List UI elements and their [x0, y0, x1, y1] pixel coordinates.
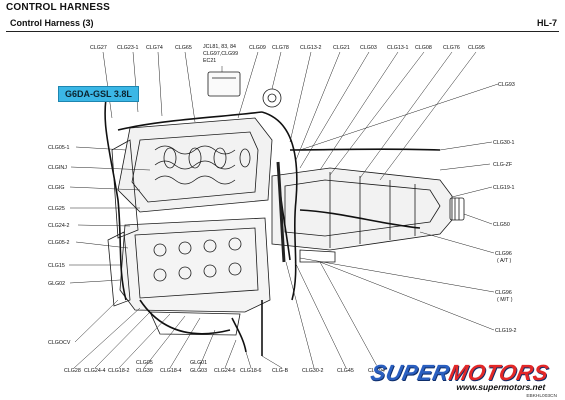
label-clg96-at: CLG96: [495, 251, 512, 257]
label-clg18-2: CLG18-2: [108, 368, 130, 374]
label-clg24-2: CLG24-2: [48, 223, 70, 229]
connector-labels: CLG27 CLG23-1 CLG74 CLG65 JCL81, 83, 84 …: [48, 44, 517, 374]
label-clg21: CLG21: [333, 45, 350, 51]
label-clg30-2: CLG30-2: [302, 368, 324, 374]
label-jcl-a: JCL81, 83, 84: [203, 44, 236, 50]
label-clg24-4: CLG24-4: [84, 368, 106, 374]
label-clg19-2: CLG19-2: [495, 328, 517, 334]
label-clg24-6: CLG24-6: [214, 368, 236, 374]
label-clg65: CLG65: [175, 45, 192, 51]
label-clg13-1: CLG13-1: [387, 45, 409, 51]
label-clg05-1: CLG05-1: [48, 145, 70, 151]
label-clg76: CLG76: [443, 45, 460, 51]
label-clg96-mt-sub: ( M/T ): [497, 297, 513, 303]
label-clg-b: CLG-B: [272, 368, 289, 374]
header-divider: [6, 31, 559, 32]
label-clg50: CLG50: [493, 222, 510, 228]
label-clg03: CLG03: [360, 45, 377, 51]
label-clg23-1: CLG23-1: [117, 45, 139, 51]
watermark: SUPERMOTORS www.supermotors.net: [366, 360, 551, 392]
label-clgocv: CLGOCV: [48, 340, 71, 346]
engine-badge: G6DA-GSL 3.8L: [58, 86, 139, 102]
label-clg30-1: CLG30-1: [493, 140, 515, 146]
label-clg78-top: CLG78: [272, 45, 289, 51]
transmission-drawing: [271, 167, 465, 263]
label-clginj: CLGINJ: [48, 165, 67, 171]
label-clg05-2: CLG05-2: [48, 240, 70, 246]
label-clg08: CLG08: [415, 45, 432, 51]
label-clg45: CLG45: [337, 368, 354, 374]
watermark-brand-a: SUPER: [367, 360, 452, 385]
wire-harness-thick: [276, 161, 286, 263]
watermark-logo: SUPERMOTORS: [367, 360, 551, 385]
label-clg18-6: CLG18-6: [240, 368, 262, 374]
label-clg18-4: CLG18-4: [160, 368, 182, 374]
page-title: Control Harness (3): [10, 18, 94, 28]
label-clg13-2: CLG13-2: [300, 45, 322, 51]
label-clg93: CLG93: [498, 82, 515, 88]
label-clg27: CLG27: [90, 45, 107, 51]
label-clg28: CLG28: [64, 368, 81, 374]
label-clg-zf: CLG-ZF: [493, 162, 513, 168]
label-clg95: CLG95: [468, 45, 485, 51]
wire-harness: [104, 87, 441, 356]
label-clg94: CLG94: [368, 368, 385, 374]
label-glg03: GLG03: [190, 368, 207, 374]
label-clg96-mt: CLG96: [495, 290, 512, 296]
section-title: CONTROL HARNESS: [6, 2, 110, 13]
label-glg02: GLG02: [48, 281, 65, 287]
label-clg15: CLG15: [48, 263, 65, 269]
label-clg74: CLG74: [146, 45, 163, 51]
label-clg19-1: CLG19-1: [493, 185, 515, 191]
leader-lines: [69, 51, 499, 369]
label-clg96-at-sub: ( A/T ): [497, 258, 512, 264]
label-clg05-bot: CLG05: [136, 360, 153, 366]
engine-drawing: [107, 71, 282, 336]
label-jcl-c: EC21: [203, 58, 216, 64]
label-glg01: GLG01: [190, 360, 207, 366]
label-clg39: CLG39: [136, 368, 153, 374]
page-number: HL-7: [537, 18, 557, 28]
label-clgig: CLGIG: [48, 185, 64, 191]
figure-code: EBKHL003CN: [526, 394, 557, 399]
label-clg25: CLG25: [48, 206, 65, 212]
label-clg09-top: CLG09: [249, 45, 266, 51]
label-jcl-b: CLG97,CLG99: [203, 51, 238, 57]
